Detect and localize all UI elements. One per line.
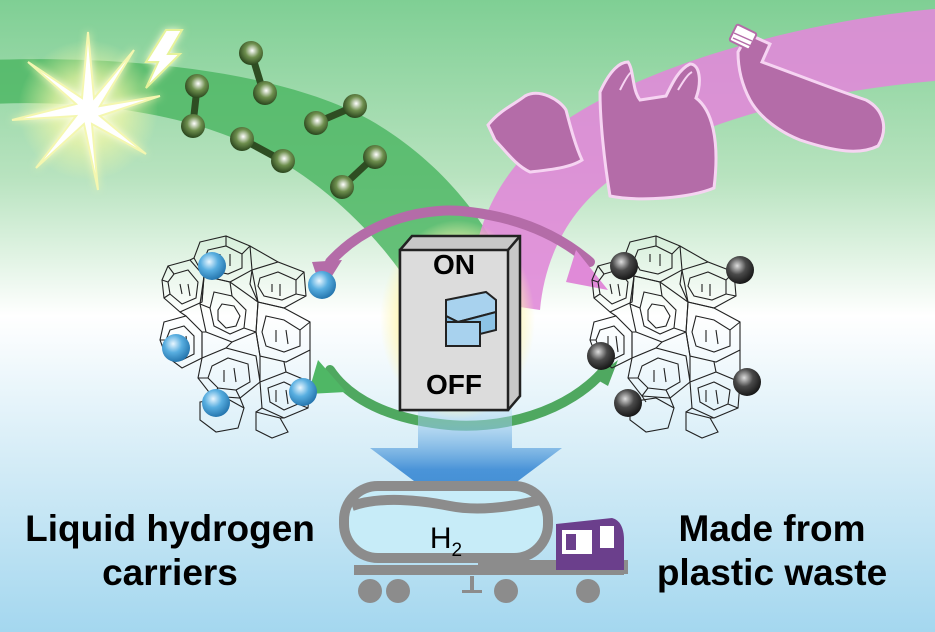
down-arrow xyxy=(370,408,562,520)
h2-molecule-icon xyxy=(181,41,387,199)
caption-line: Made from xyxy=(678,508,866,549)
caption-line: Liquid hydrogen xyxy=(25,508,315,549)
tank-h2-label: H2 xyxy=(430,522,462,561)
toggle-switch-icon: ON OFF xyxy=(380,220,535,420)
tanker-truck-icon: H2 xyxy=(339,481,628,603)
lightning-icon xyxy=(144,29,184,89)
caption-liquid-hydrogen-carriers: Liquid hydrogen carriers xyxy=(10,507,330,595)
caption-made-from-plastic-waste: Made from plastic waste xyxy=(612,507,932,595)
starburst-icon xyxy=(11,31,161,191)
switch-on-label: ON xyxy=(433,249,475,280)
blue-active-sites xyxy=(162,252,336,417)
grey-active-sites xyxy=(587,252,761,417)
switch-off-label: OFF xyxy=(426,369,482,400)
plastic-bottle-icon xyxy=(728,23,886,153)
plastic-wrapper-icon xyxy=(486,91,584,174)
caption-line: carriers xyxy=(102,552,238,593)
plastic-bag-icon xyxy=(598,60,718,201)
caption-line: plastic waste xyxy=(656,552,888,593)
